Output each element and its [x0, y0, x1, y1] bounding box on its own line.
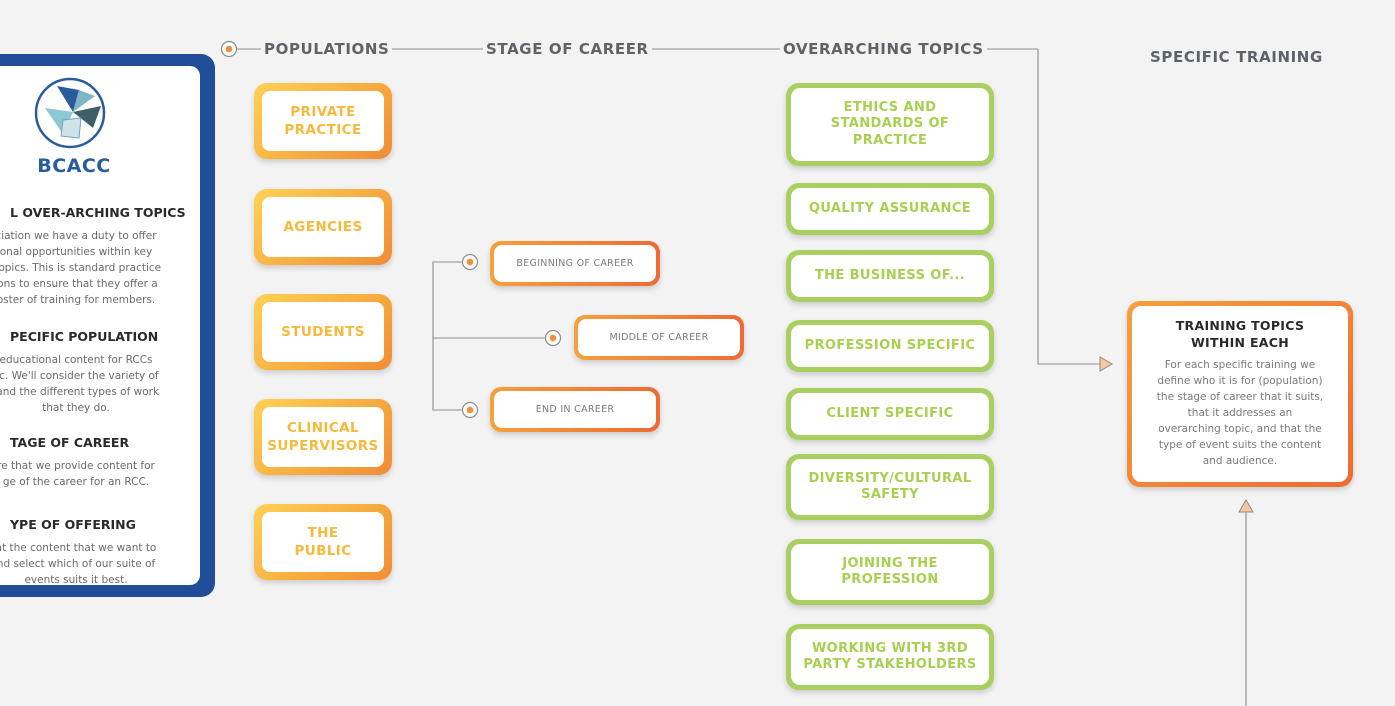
topic-working-with-3rd-party: WORKING WITH 3RD PARTY STAKEHOLDERS [786, 624, 994, 690]
bcacc-logo-icon [34, 77, 106, 149]
stage-marker-end [461, 401, 479, 419]
topic-label: CLIENT SPECIFIC [791, 393, 989, 435]
topic-quality-assurance: QUALITY ASSURANCE [786, 183, 994, 235]
topic-label: PROFESSION SPECIFIC [791, 325, 989, 367]
training-description: For each specific training we define who… [1156, 359, 1324, 467]
training-topics-box: TRAINING TOPICS WITHIN EACH For each spe… [1127, 301, 1353, 487]
topic-client-specific: CLIENT SPECIFIC [786, 388, 994, 440]
training-topics-content: TRAINING TOPICS WITHIN EACH For each spe… [1132, 306, 1348, 482]
stage-marker-middle [544, 329, 562, 347]
population-label: AGENCIES [262, 197, 384, 257]
header-populations: POPULATIONS [261, 40, 393, 58]
panel-section-title: YPE OF OFFERING [10, 517, 136, 532]
population-clinical-supervisors: CLINICAL SUPERVISORS [254, 399, 392, 475]
topic-profession-specific: PROFESSION SPECIFIC [786, 320, 994, 372]
topic-label: JOINING THE PROFESSION [791, 544, 989, 600]
stage-label: MIDDLE OF CAREER [578, 319, 740, 356]
topic-label: WORKING WITH 3RD PARTY STAKEHOLDERS [791, 629, 989, 685]
stage-middle-of-career: MIDDLE OF CAREER [574, 315, 744, 360]
training-title: TRAINING TOPICS WITHIN EACH [1175, 318, 1305, 350]
population-label: THE PUBLIC [262, 512, 384, 572]
topic-label: THE BUSINESS OF... [791, 255, 989, 297]
topic-ethics-and-standards: ETHICS AND STANDARDS OF PRACTICE [786, 83, 994, 166]
header-stage-of-career: STAGE OF CAREER [483, 40, 652, 58]
population-students: STUDENTS [254, 294, 392, 370]
stage-label: BEGINNING OF CAREER [494, 245, 656, 282]
topic-joining-the-profession: JOINING THE PROFESSION [786, 539, 994, 605]
header-overarching-topics: OVERARCHING TOPICS [780, 40, 987, 58]
topic-label: ETHICS AND STANDARDS OF PRACTICE [791, 88, 989, 161]
topic-diversity-cultural-safety: DIVERSITY/CULTURAL SAFETY [786, 454, 994, 520]
panel-section-text: educational content for RCCs lic. We'll … [0, 354, 160, 414]
arrow-right-icon [1099, 356, 1113, 372]
panel-section-text: ciation we have a duty to offer onal opp… [0, 230, 162, 306]
stage-label: END IN CAREER [494, 391, 656, 428]
panel-section-text: at the content that we want to nd select… [0, 542, 157, 585]
population-agencies: AGENCIES [254, 189, 392, 265]
stage-marker-beginning [461, 253, 479, 271]
population-private-practice: PRIVATE PRACTICE [254, 83, 392, 159]
population-label: PRIVATE PRACTICE [262, 91, 384, 151]
info-panel: BCACC L OVER-ARCHING TOPICS ciation we h… [0, 54, 215, 597]
panel-section-title: L OVER-ARCHING TOPICS [10, 205, 186, 220]
stage-beginning-of-career: BEGINNING OF CAREER [490, 241, 660, 286]
population-label: CLINICAL SUPERVISORS [262, 407, 384, 467]
panel-section-text: re that we provide content for ge of the… [0, 460, 155, 488]
topic-label: QUALITY ASSURANCE [791, 188, 989, 230]
panel-section-title: TAGE OF CAREER [10, 435, 130, 450]
topic-the-business-of: THE BUSINESS OF... [786, 250, 994, 302]
panel-section-title: PECIFIC POPULATION [10, 329, 159, 344]
header-specific-training: SPECIFIC TRAINING [1147, 48, 1326, 66]
start-marker [220, 40, 238, 58]
stage-end-in-career: END IN CAREER [490, 387, 660, 432]
population-the-public: THE PUBLIC [254, 504, 392, 580]
brand-name: BCACC [37, 155, 111, 177]
info-panel-content: BCACC L OVER-ARCHING TOPICS ciation we h… [0, 66, 200, 585]
topic-label: DIVERSITY/CULTURAL SAFETY [791, 459, 989, 515]
population-label: STUDENTS [262, 302, 384, 362]
arrow-up-icon [1238, 499, 1254, 513]
